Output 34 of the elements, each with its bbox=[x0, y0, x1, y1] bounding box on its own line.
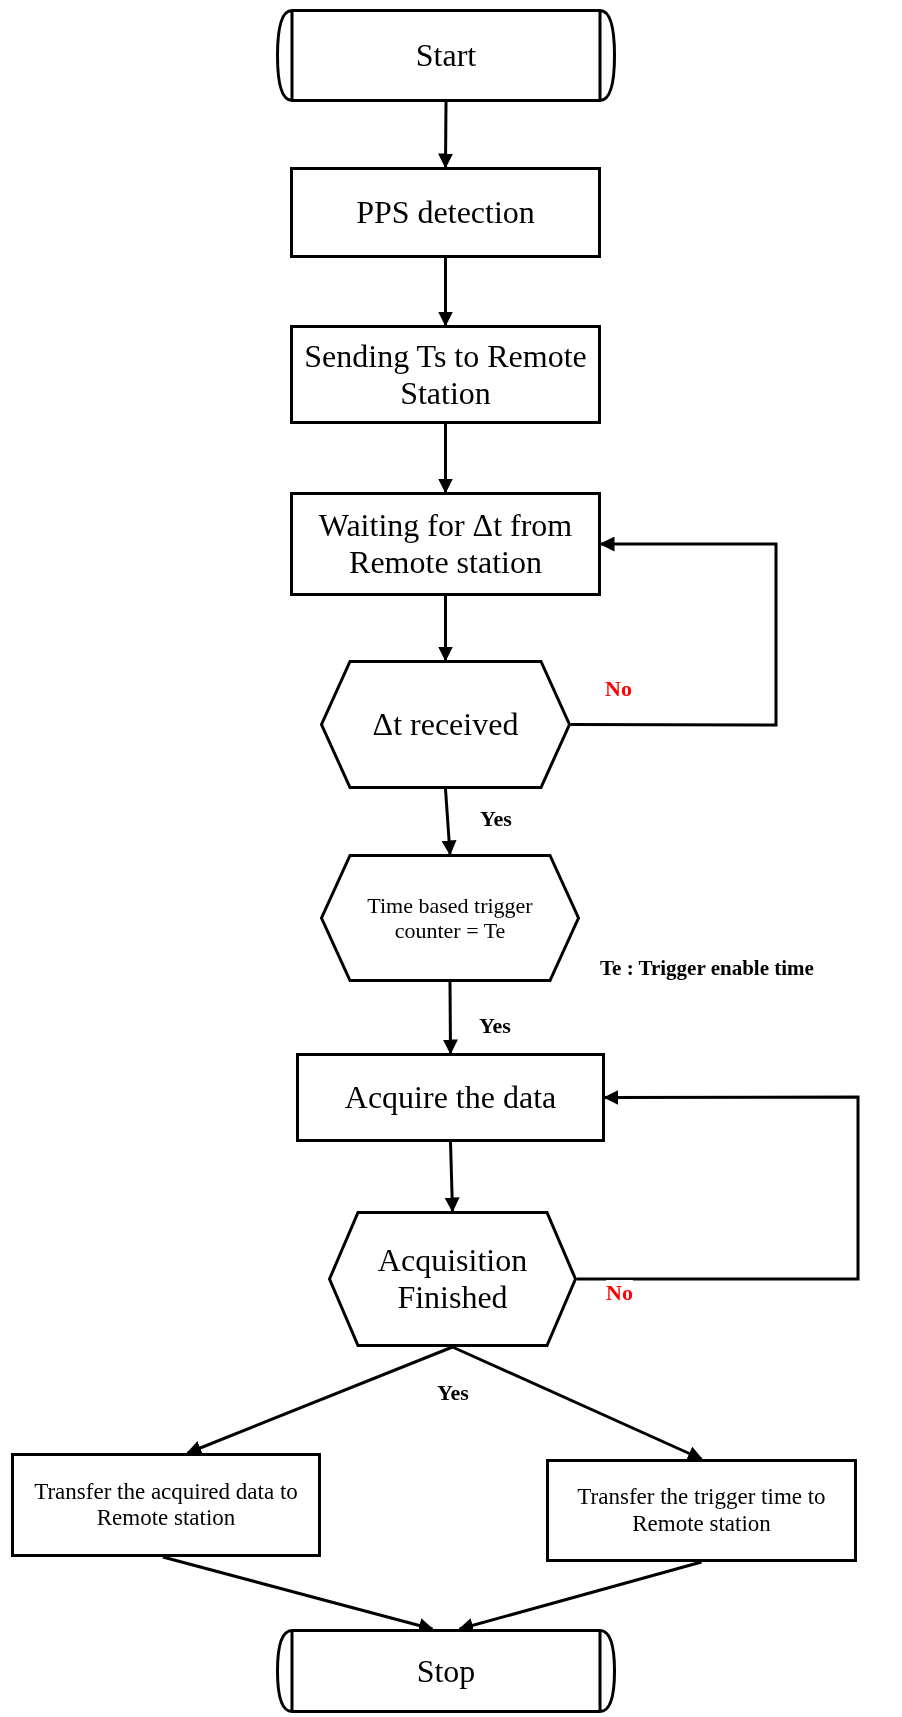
node-label: Acquire the data bbox=[343, 1079, 558, 1116]
decision-hexagon bbox=[320, 854, 580, 982]
arrow bbox=[438, 424, 453, 494]
process-box bbox=[290, 325, 601, 424]
node-label: Sending Ts to Remote Station bbox=[303, 337, 588, 412]
terminal-shape bbox=[276, 1629, 616, 1713]
node-label: Acquisition Finished bbox=[376, 1242, 529, 1316]
node-label: Time based trigger counter = Te bbox=[366, 892, 534, 944]
arrow bbox=[444, 1141, 460, 1213]
node-label: Transfer the trigger time to Remote station bbox=[576, 1484, 827, 1537]
arrow bbox=[571, 536, 778, 727]
node-label: Start bbox=[414, 37, 478, 74]
note-text: Te : Trigger enable time bbox=[600, 956, 814, 981]
process-box bbox=[290, 492, 601, 596]
decision-hexagon bbox=[320, 660, 571, 789]
node-label: Waiting for Δt from Remote station bbox=[317, 507, 574, 581]
process-box bbox=[290, 167, 601, 258]
node-label: PPS detection bbox=[355, 194, 536, 231]
node-label: Transfer the acquired data to Remote station bbox=[33, 1478, 299, 1532]
arrow bbox=[577, 1089, 860, 1281]
process-box bbox=[296, 1053, 605, 1142]
arrow bbox=[438, 596, 453, 662]
terminal-shape bbox=[276, 9, 616, 102]
arrow bbox=[451, 1345, 703, 1461]
arrow bbox=[438, 258, 453, 327]
node-label: Δt received bbox=[371, 706, 520, 743]
process-box bbox=[546, 1459, 857, 1562]
node-label: Stop bbox=[415, 1652, 477, 1690]
arrow bbox=[186, 1345, 454, 1455]
decision-hexagon bbox=[328, 1211, 577, 1347]
arrow bbox=[441, 788, 457, 856]
process-box bbox=[11, 1453, 321, 1557]
arrow bbox=[438, 102, 454, 169]
arrow bbox=[442, 982, 458, 1055]
